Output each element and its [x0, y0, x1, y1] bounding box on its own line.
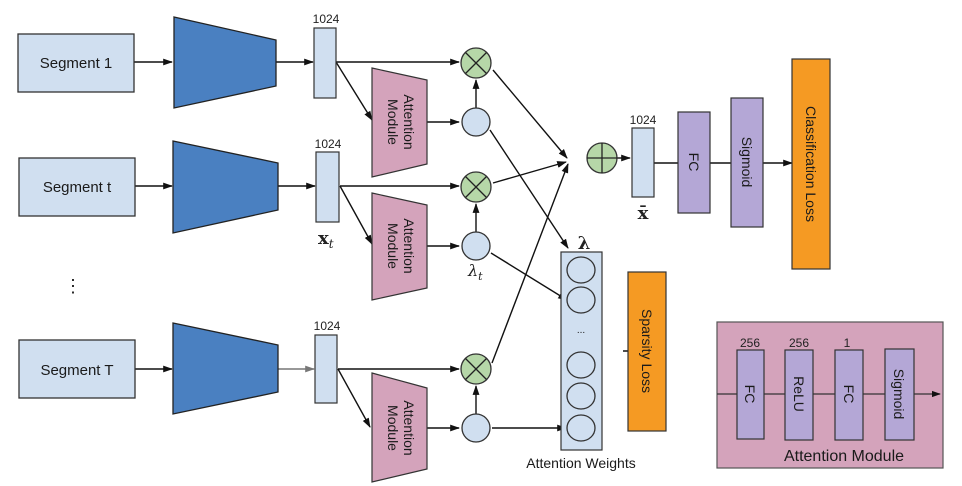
- head-fc-label: FC: [686, 153, 702, 172]
- lambda-node-T: [461, 413, 491, 443]
- classification-loss: Classification Loss: [791, 58, 831, 270]
- feature-1-dim: 1024: [313, 12, 340, 26]
- classification-loss-label: Classification Loss: [803, 106, 819, 222]
- plus-icon: [587, 143, 617, 173]
- feature-t-symbol: xt: [318, 228, 334, 251]
- multiply-node-1: [460, 47, 492, 79]
- weight-node: [566, 286, 596, 314]
- detail-layer-sigmoid: Sigmoid: [884, 348, 915, 441]
- aggregated-dim: 1024: [630, 113, 657, 127]
- encoder-T: [172, 322, 279, 415]
- detail-title: Attention Module: [784, 448, 904, 465]
- attention-module-T-label: AttentionModule: [385, 400, 417, 455]
- multiply-icon: [465, 358, 487, 380]
- detail-sigmoid-label: Sigmoid: [891, 369, 907, 420]
- head-sigmoid: Sigmoid: [730, 97, 764, 228]
- multiply-nodes: [460, 47, 492, 385]
- segment-1: Segment 1: [17, 33, 135, 93]
- segment-1-label: Segment 1: [40, 55, 113, 72]
- multiply-icon: [465, 176, 487, 198]
- segment-t: Segment t: [18, 157, 136, 217]
- attention-module-1: AttentionModule: [371, 67, 428, 178]
- detail-fc2-label: FC: [841, 385, 857, 404]
- attention-weights-panel: λ ... Attention Weights: [526, 233, 635, 471]
- arrow-lambda1-weights: [489, 129, 569, 249]
- weights-ellipsis: ...: [577, 325, 585, 336]
- weight-node: [566, 256, 596, 284]
- attention-module-1-label: AttentionModule: [385, 94, 417, 149]
- weights-title-lambda: λ: [578, 233, 591, 254]
- feature-1: [313, 27, 337, 99]
- lambda-t-symbol: λt: [467, 261, 483, 283]
- multiply-node-T: [460, 353, 492, 385]
- arrow-xT-attention: [337, 368, 371, 428]
- attention-module-T: AttentionModule: [371, 372, 428, 483]
- feature-t-dim: 1024: [315, 137, 342, 151]
- head-fc: FC: [677, 111, 711, 214]
- arrow-xt-attention: [339, 185, 373, 245]
- weights-caption: Attention Weights: [526, 455, 635, 471]
- detail-fc1-label: FC: [742, 385, 758, 404]
- arrow-lambdat-weights: [490, 252, 568, 301]
- multiply-node-t: [460, 171, 492, 203]
- aggregated-symbol: x̄: [638, 203, 649, 224]
- lambda-node-1: [461, 107, 491, 137]
- attention-module-detail: 256 FC 256 ReLU 1 FC Sigmoid Attention M…: [716, 321, 944, 469]
- detail-layer-fc1: 256 FC: [736, 336, 765, 440]
- arrow-x1-attention: [335, 61, 373, 121]
- weight-node: [566, 414, 596, 442]
- sum-node: [586, 142, 618, 174]
- ellipsis: ⋮: [64, 276, 82, 296]
- weight-node: [566, 351, 596, 379]
- detail-relu-dim: 256: [789, 336, 809, 350]
- arrow-mult1-sum: [492, 69, 568, 159]
- segment-t-label: Segment t: [43, 179, 112, 196]
- detail-relu-label: ReLU: [791, 376, 807, 412]
- arrow-multT-sum: [491, 163, 569, 364]
- sparsity-loss: Sparsity Loss: [627, 271, 667, 432]
- classification-head: FC Sigmoid Classification Loss: [677, 58, 831, 270]
- lambda-node-t: [461, 231, 491, 261]
- encoder-t: [172, 140, 279, 234]
- connectors: [134, 58, 793, 432]
- segment-T-label: Segment T: [40, 362, 113, 379]
- encoder-1: [173, 16, 277, 109]
- arrow-multt-sum: [492, 161, 567, 184]
- attention-module-t: AttentionModule: [371, 192, 428, 301]
- segment-boxes: Segment 1 Segment t ⋮ Segment T: [17, 33, 136, 399]
- aggregated-feature: 1024 x̄: [630, 113, 657, 224]
- feature-t: [315, 151, 340, 223]
- attention-module-t-label: AttentionModule: [385, 218, 417, 273]
- detail-fc2-dim: 1: [844, 336, 851, 350]
- attention-modules: AttentionModule AttentionModule Attentio…: [371, 67, 428, 483]
- head-sigmoid-label: Sigmoid: [739, 137, 755, 188]
- detail-layer-fc2: 1 FC: [834, 336, 864, 441]
- encoders: [172, 16, 279, 415]
- detail-fc1-dim: 256: [740, 336, 760, 350]
- feature-vectors: 1024 1024 xt 1024: [313, 12, 342, 404]
- feature-T-dim: 1024: [314, 319, 341, 333]
- multiply-icon: [465, 52, 487, 74]
- detail-layer-relu: 256 ReLU: [784, 336, 814, 441]
- sparsity-loss-label: Sparsity Loss: [639, 309, 655, 393]
- weight-node: [566, 382, 596, 410]
- feature-T: [314, 334, 338, 404]
- lambda-nodes: [461, 107, 491, 443]
- segment-T: Segment T: [18, 339, 136, 399]
